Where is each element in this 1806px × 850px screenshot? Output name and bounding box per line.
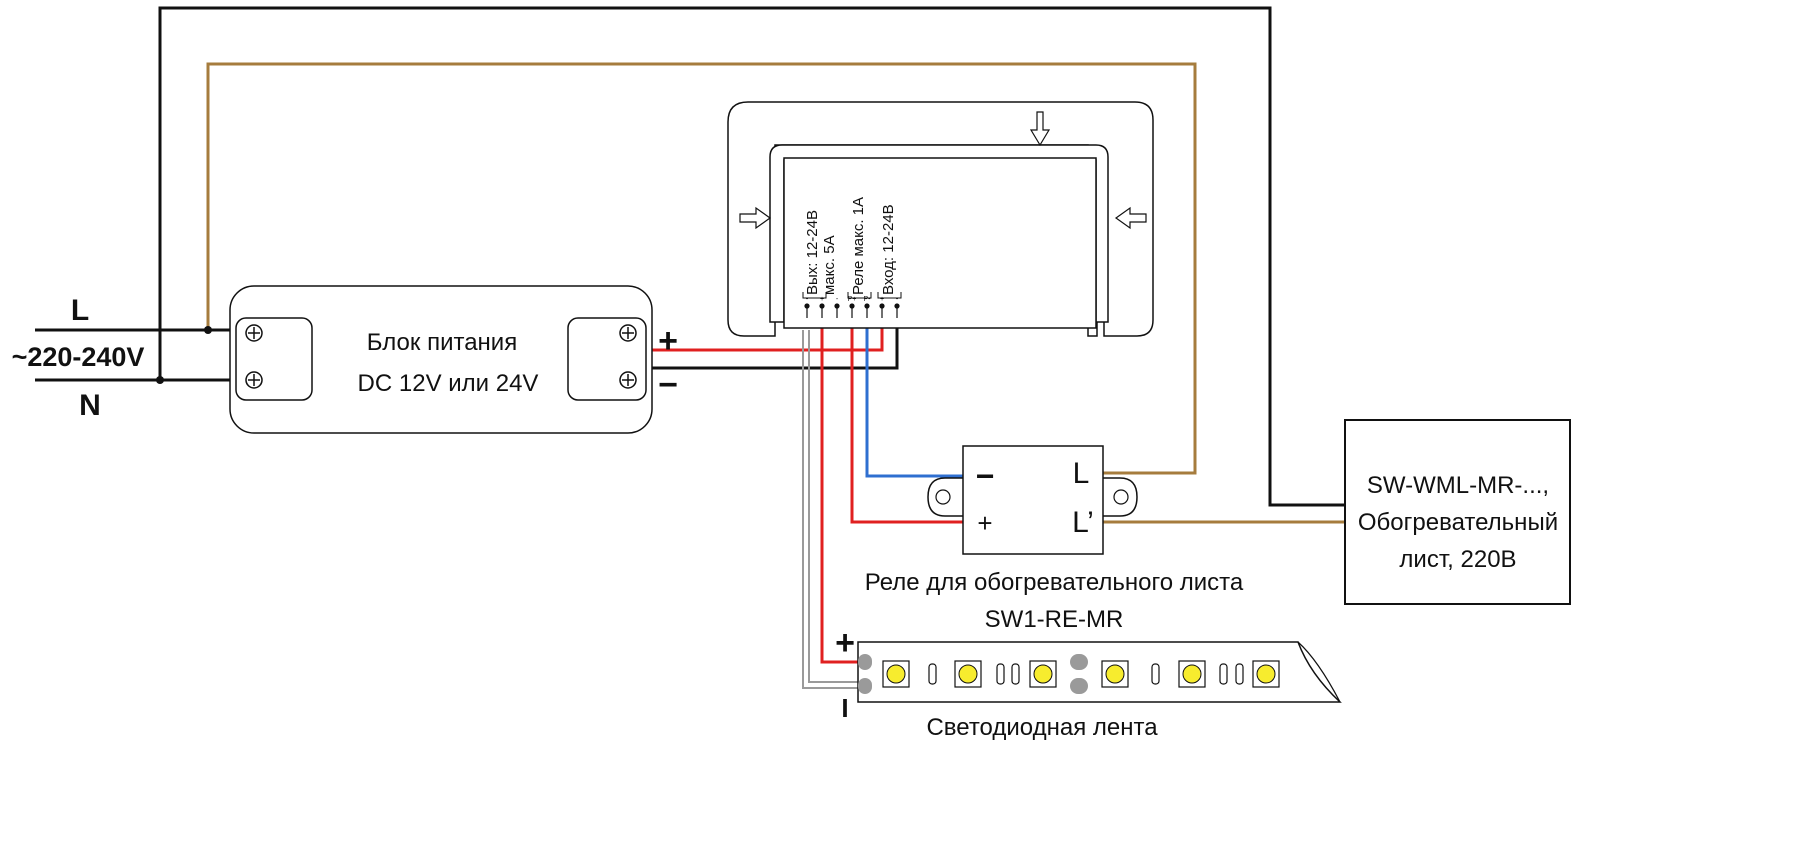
wire-brown-l-to-relay xyxy=(206,62,1197,475)
controller-label-output: Вых: 12-24В xyxy=(804,210,821,295)
screw-terminal-icon xyxy=(245,324,637,389)
controller-labels: Вых: 12-24В макс. 5А Реле макс. 1А Вход:… xyxy=(804,197,897,295)
relay: − + L L’ Реле для обогревательного листа… xyxy=(865,445,1244,633)
wire-led-minus-outer xyxy=(802,330,858,689)
led-strip: + I Светодиодная лента xyxy=(835,624,1342,741)
controller-label-relay: Реле макс. 1А xyxy=(850,197,867,295)
power-supply-minus-label: − xyxy=(658,366,678,404)
led-pad xyxy=(858,654,872,670)
power-supply-title-line1: Блок питания xyxy=(367,329,517,356)
relay-caption-line1: Реле для обогревательного листа xyxy=(865,569,1244,596)
pin-label: + xyxy=(880,296,884,303)
heater-line2: Обогревательный xyxy=(1358,509,1558,536)
mains-voltage-label: ~220-240V xyxy=(12,342,145,372)
relay-l-label: L xyxy=(1073,457,1090,490)
heater-box xyxy=(1344,419,1571,605)
pin-label: - xyxy=(836,296,839,303)
mains-line-label: L xyxy=(71,294,89,327)
wire-led-plus xyxy=(820,304,858,664)
led-strip-cut-edge xyxy=(1297,641,1341,703)
relay-l-prime-label: L’ xyxy=(1072,506,1094,539)
led-pad xyxy=(1070,678,1088,694)
controller: Вых: 12-24В макс. 5А Реле макс. 1А Вход:… xyxy=(727,101,1154,337)
relay-body xyxy=(962,445,1104,555)
press-arrow-icon xyxy=(739,111,1147,230)
relay-caption-line2: SW1-RE-MR xyxy=(985,606,1124,633)
led-pad xyxy=(858,678,872,694)
pin-label: - xyxy=(896,296,899,303)
led-pad xyxy=(1070,654,1088,670)
power-supply-title-line2: DC 12V или 24V xyxy=(358,370,539,397)
pin-label: P- xyxy=(864,296,872,303)
relay-minus-label: − xyxy=(976,458,995,494)
relay-mount-tabs xyxy=(927,477,1138,517)
wire-led-minus-inner xyxy=(808,330,858,683)
controller-pins: - + - P+ P- + - xyxy=(802,292,902,318)
controller-module xyxy=(783,157,1097,329)
led-plus-label: + xyxy=(835,624,855,662)
heater-line3: лист, 220В xyxy=(1399,546,1516,573)
power-supply: Блок питания DC 12V или 24V + − xyxy=(229,285,678,434)
pin-label: + xyxy=(820,296,824,303)
junction-dot-l xyxy=(204,326,212,334)
pin-label: P+ xyxy=(848,296,857,303)
power-supply-plus-label: + xyxy=(658,322,678,360)
wire-relay-plus xyxy=(850,304,963,524)
resistor-icon xyxy=(928,663,1244,685)
wire-line-to-heater xyxy=(158,6,1345,507)
relay-plus-label: + xyxy=(977,508,992,538)
relay-mount-hole xyxy=(935,489,951,505)
heater: SW-WML-MR-..., Обогревательный лист, 220… xyxy=(1344,419,1571,605)
controller-label-input: Вход: 12-24В xyxy=(880,204,897,295)
junction-dot-n xyxy=(156,376,164,384)
power-supply-body xyxy=(229,285,653,434)
wire-relay-minus xyxy=(865,304,963,478)
relay-mount-hole xyxy=(1113,489,1129,505)
controller-label-output-max: макс. 5А xyxy=(821,235,838,295)
pin-label: - xyxy=(806,296,809,303)
led-minus-label: I xyxy=(841,693,848,723)
mains-neutral-label: N xyxy=(79,389,101,422)
mains-labels: L ~220-240V N xyxy=(12,294,145,422)
led-strip-caption: Светодиодная лента xyxy=(926,714,1158,741)
heater-line1: SW-WML-MR-..., xyxy=(1367,472,1549,499)
led-chip-icon xyxy=(882,660,1280,688)
